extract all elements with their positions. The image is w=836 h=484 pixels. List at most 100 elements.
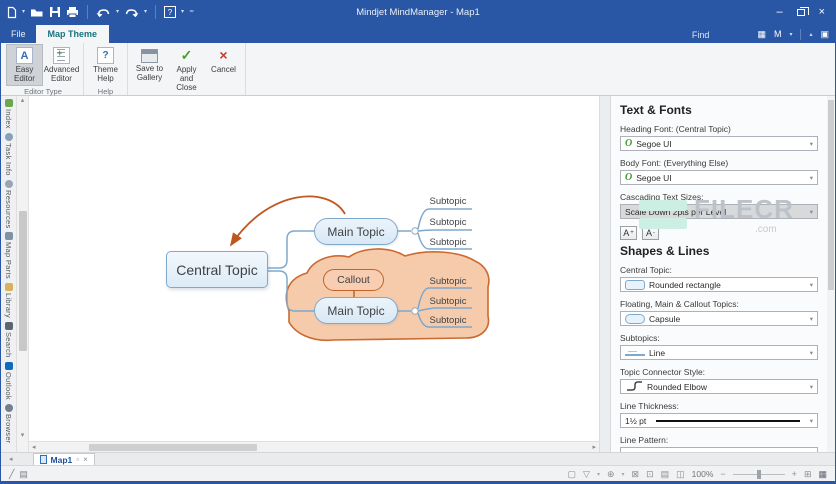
subtopic-node[interactable]: Subtopic bbox=[429, 196, 467, 207]
sidebar-item-outlook[interactable]: Outlook bbox=[4, 361, 13, 400]
canvas-horizontal-scrollbar[interactable]: ◂ ▸ bbox=[29, 441, 599, 452]
filter-icon[interactable]: ▽ bbox=[583, 468, 590, 479]
sidebar-item-search[interactable]: Search bbox=[4, 322, 13, 358]
zoom-slider-knob[interactable] bbox=[756, 469, 761, 479]
redo-icon[interactable] bbox=[124, 7, 139, 18]
decrease-font-button[interactable]: A- bbox=[642, 226, 659, 240]
restore-button[interactable] bbox=[796, 6, 809, 16]
filter-caret-icon[interactable]: ▾ bbox=[596, 471, 600, 478]
add-topic-icon[interactable]: ⊕ bbox=[606, 468, 615, 479]
connector-style-dropdown[interactable]: Rounded Elbow ▾ bbox=[620, 379, 818, 394]
show-detail-icon[interactable]: ⊡ bbox=[646, 468, 654, 479]
presentation-icon[interactable]: ▤ bbox=[660, 468, 670, 479]
subtopic-node[interactable]: Subtopic bbox=[429, 315, 467, 326]
pen-mode-icon[interactable]: ╱ bbox=[9, 468, 15, 479]
customize-qat-icon[interactable]: ≂ bbox=[189, 9, 195, 15]
scroll-right-icon[interactable]: ▸ bbox=[592, 444, 596, 451]
zoom-in-icon[interactable]: + bbox=[791, 468, 797, 479]
task-info-icon bbox=[4, 132, 13, 141]
increase-font-button[interactable]: A+ bbox=[620, 226, 637, 240]
scroll-left-icon[interactable]: ◂ bbox=[32, 444, 36, 451]
tab-scroll-left-icon[interactable]: ◂ bbox=[9, 456, 13, 463]
floating-topics-shape-dropdown[interactable]: Capsule ▾ bbox=[620, 311, 818, 326]
split-view-icon[interactable]: ◫ bbox=[676, 468, 685, 479]
menu-caret-icon[interactable]: ▾ bbox=[789, 32, 793, 38]
main-topic-node-top[interactable]: Main Topic bbox=[314, 218, 398, 245]
fit-map-icon[interactable]: ⊞ bbox=[803, 468, 812, 479]
minimize-button[interactable]: – bbox=[776, 5, 783, 18]
heading-font-label: Heading Font: (Central Topic) bbox=[620, 124, 731, 134]
quick-panel-icon[interactable]: ▦ bbox=[757, 29, 766, 39]
undo-icon[interactable] bbox=[96, 7, 111, 18]
sidebar-item-resources[interactable]: Resources bbox=[4, 179, 13, 228]
tab-map-theme[interactable]: Map Theme bbox=[35, 25, 110, 43]
page-view-icon[interactable]: ▦ bbox=[818, 468, 827, 479]
map-canvas[interactable]: Central Topic Main Topic Main Topic Call… bbox=[29, 96, 599, 441]
advanced-editor-button[interactable]: + Advanced Editor bbox=[43, 47, 80, 84]
outlook-icon bbox=[4, 361, 13, 370]
subtopic-node[interactable]: Subtopic bbox=[429, 237, 467, 248]
panel-scrollbar[interactable] bbox=[827, 96, 835, 452]
theme-help-button[interactable]: ? Theme Help bbox=[87, 44, 124, 86]
map-connectors bbox=[230, 195, 490, 342]
cancel-button[interactable]: × Cancel bbox=[211, 47, 236, 74]
subtopic-node[interactable]: Subtopic bbox=[429, 296, 467, 307]
callout-node[interactable]: Callout bbox=[323, 269, 384, 291]
sidebar-item-library[interactable]: Library bbox=[4, 283, 13, 318]
add-caret-icon[interactable]: ▾ bbox=[621, 471, 625, 478]
body-font-dropdown[interactable]: O Segoe UI ▾ bbox=[620, 170, 818, 185]
pin-ribbon-icon[interactable]: ▣ bbox=[820, 29, 829, 39]
panel-scroll-thumb[interactable] bbox=[828, 100, 834, 290]
easy-editor-icon: A bbox=[16, 47, 33, 64]
new-document-caret-icon[interactable]: ▾ bbox=[22, 9, 26, 15]
easy-editor-button[interactable]: A Easy Editor bbox=[6, 44, 43, 87]
subtopics-shape-dropdown[interactable]: Line ▾ bbox=[620, 345, 818, 360]
tab-file[interactable]: File bbox=[11, 29, 26, 39]
ribbon: A Easy Editor + Advanced Editor Editor T… bbox=[1, 43, 835, 106]
print-icon[interactable] bbox=[66, 6, 79, 18]
subtopic-node[interactable]: Subtopic bbox=[429, 276, 467, 287]
scroll-up-icon[interactable]: ▴ bbox=[20, 97, 25, 104]
zoom-out-icon[interactable]: − bbox=[720, 468, 726, 479]
find-label[interactable]: Find bbox=[691, 29, 710, 40]
help-caret-icon[interactable]: ▾ bbox=[181, 9, 185, 15]
redo-caret-icon[interactable]: ▾ bbox=[144, 9, 148, 15]
central-topic-node[interactable]: Central Topic bbox=[166, 251, 268, 288]
undo-caret-icon[interactable]: ▾ bbox=[116, 9, 120, 15]
open-icon[interactable] bbox=[30, 7, 44, 18]
close-button[interactable]: × bbox=[818, 5, 825, 18]
opentype-icon: O bbox=[625, 138, 633, 149]
subtopic-node[interactable]: Subtopic bbox=[429, 217, 467, 228]
mindmanager-menu-icon[interactable]: M bbox=[773, 29, 782, 39]
cascading-text-sizes-dropdown[interactable]: Scale Down 2pts per Level ▾ bbox=[620, 204, 818, 219]
line-thickness-dropdown[interactable]: 1½ pt ▾ bbox=[620, 413, 818, 428]
heading-font-dropdown[interactable]: O Segoe UI ▾ bbox=[620, 136, 818, 151]
collapse-ribbon-icon[interactable]: ▴ bbox=[809, 32, 813, 38]
zoom-slider[interactable] bbox=[732, 469, 785, 480]
panel-splitter[interactable] bbox=[599, 96, 610, 452]
remove-filter-icon[interactable]: ⊠ bbox=[631, 468, 640, 479]
sidebar-item-map-parts[interactable]: Map Parts bbox=[4, 232, 13, 279]
horizontal-scroll-thumb[interactable] bbox=[89, 444, 257, 451]
tab-close-icon[interactable]: × bbox=[83, 455, 88, 464]
document-tab-map1[interactable]: Map1 ▫ × bbox=[32, 453, 95, 465]
canvas-vertical-scrollbar[interactable]: ▴ ▾ bbox=[17, 96, 29, 452]
new-document-icon[interactable] bbox=[7, 6, 17, 19]
fit-selection-icon[interactable]: ▢ bbox=[567, 468, 577, 479]
central-topic-shape-dropdown[interactable]: Rounded rectangle ▾ bbox=[620, 277, 818, 292]
scroll-down-icon[interactable]: ▾ bbox=[20, 432, 25, 439]
save-to-gallery-button[interactable]: Save to Gallery bbox=[131, 44, 168, 85]
apply-and-close-button[interactable]: ✓ Apply and Close bbox=[176, 47, 197, 93]
sidebar-item-browser[interactable]: Browser bbox=[4, 403, 13, 443]
sidebar-item-index[interactable]: Index bbox=[4, 99, 13, 129]
save-icon[interactable] bbox=[49, 6, 61, 18]
help-icon[interactable]: ? bbox=[164, 6, 177, 18]
line-pattern-dropdown[interactable]: ▾ bbox=[620, 447, 818, 452]
touch-mode-icon[interactable]: ▤ bbox=[19, 468, 28, 479]
group-label-editor-type: Editor Type bbox=[24, 87, 62, 97]
main-topic-node-bottom[interactable]: Main Topic bbox=[314, 297, 398, 324]
sidebar-item-task-info[interactable]: Task Info bbox=[4, 132, 13, 176]
tab-float-icon[interactable]: ▫ bbox=[76, 455, 80, 464]
vertical-scroll-thumb[interactable] bbox=[19, 211, 27, 351]
document-icon bbox=[39, 455, 47, 464]
